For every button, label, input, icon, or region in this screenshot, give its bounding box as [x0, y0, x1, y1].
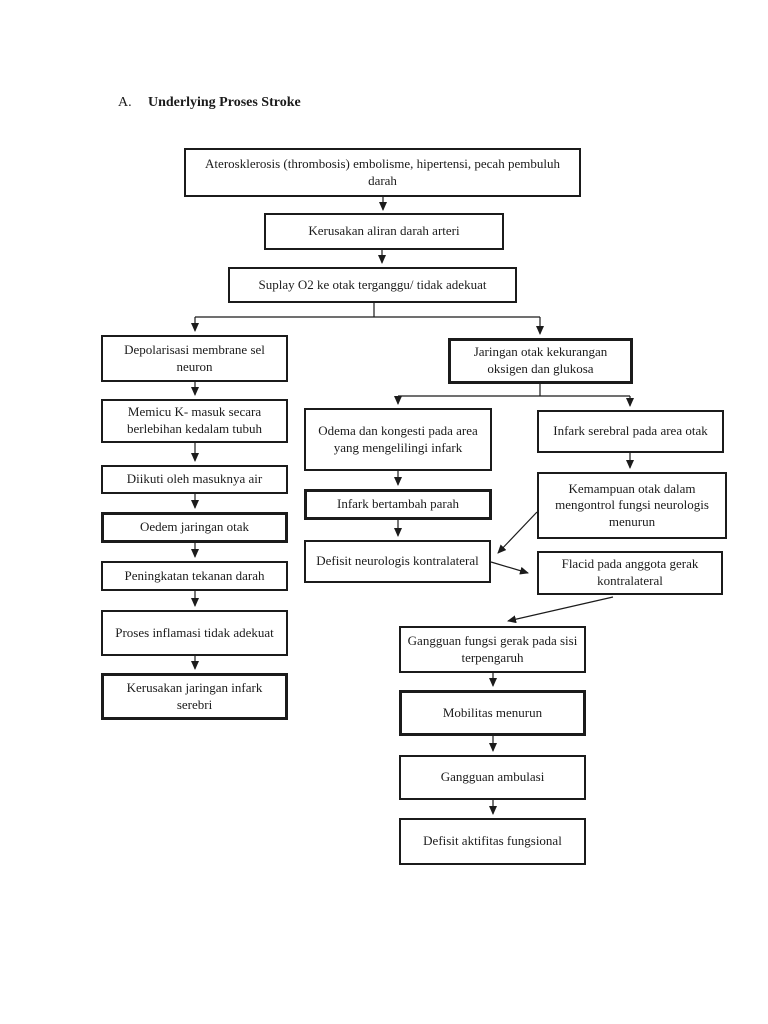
- connector-flacid-to-gangguanfungsi: [507, 596, 614, 624]
- flowchart-node-kerusakan-aliran: Kerusakan aliran darah arteri: [264, 213, 504, 250]
- section-letter: A.: [118, 95, 132, 110]
- flowchart-node-defisit-aktifitas: Defisit aktifitas fungsional: [399, 818, 586, 865]
- flowchart-node-suplay-o2: Suplay O2 ke otak terganggu/ tidak adeku…: [228, 267, 517, 303]
- flowchart-node-kemampuan-otak: Kemampuan otak dalam mengontrol fungsi n…: [537, 472, 727, 539]
- flowchart-node-memicu-k: Memicu K- masuk secara berlebihan kedala…: [101, 399, 288, 443]
- flowchart-node-kerusakan-jaringan: Kerusakan jaringan infark serebri: [101, 673, 288, 720]
- flowchart-node-oedem-jaringan: Oedem jaringan otak: [101, 512, 288, 543]
- connector-kemampuan-to-defisitneuro: [497, 511, 538, 554]
- connector-defisitneuro-to-flacid: [490, 561, 529, 575]
- flowchart-node-mobilitas-menurun: Mobilitas menurun: [399, 690, 586, 736]
- flowchart-node-flacid: Flacid pada anggota gerak kontralateral: [537, 551, 723, 595]
- flowchart-node-peningkatan-tekanan: Peningkatan tekanan darah: [101, 561, 288, 591]
- flowchart-node-gangguan-ambulasi: Gangguan ambulasi: [399, 755, 586, 800]
- flowchart-node-infark-serebral: Infark serebral pada area otak: [537, 410, 724, 453]
- flowchart-node-infark-bertambah: Infark bertambah parah: [304, 489, 492, 520]
- section-title: Underlying Proses Stroke: [148, 95, 301, 110]
- flowchart-node-jaringan-otak: Jaringan otak kekurangan oksigen dan glu…: [448, 338, 633, 384]
- flowchart-node-depolarisasi: Depolarisasi membrane sel neuron: [101, 335, 288, 382]
- flowchart-node-odema-kongesti: Odema dan kongesti pada area yang mengel…: [304, 408, 492, 471]
- flowchart-node-aterosklerosis: Aterosklerosis (thrombosis) embolisme, h…: [184, 148, 581, 197]
- flowchart-node-gangguan-fungsi-gerak: Gangguan fungsi gerak pada sisi terpenga…: [399, 626, 586, 673]
- flowchart-node-diikuti-air: Diikuti oleh masuknya air: [101, 465, 288, 494]
- flowchart-node-proses-inflamasi: Proses inflamasi tidak adekuat: [101, 610, 288, 656]
- flowchart-node-defisit-neurologis: Defisit neurologis kontralateral: [304, 540, 491, 583]
